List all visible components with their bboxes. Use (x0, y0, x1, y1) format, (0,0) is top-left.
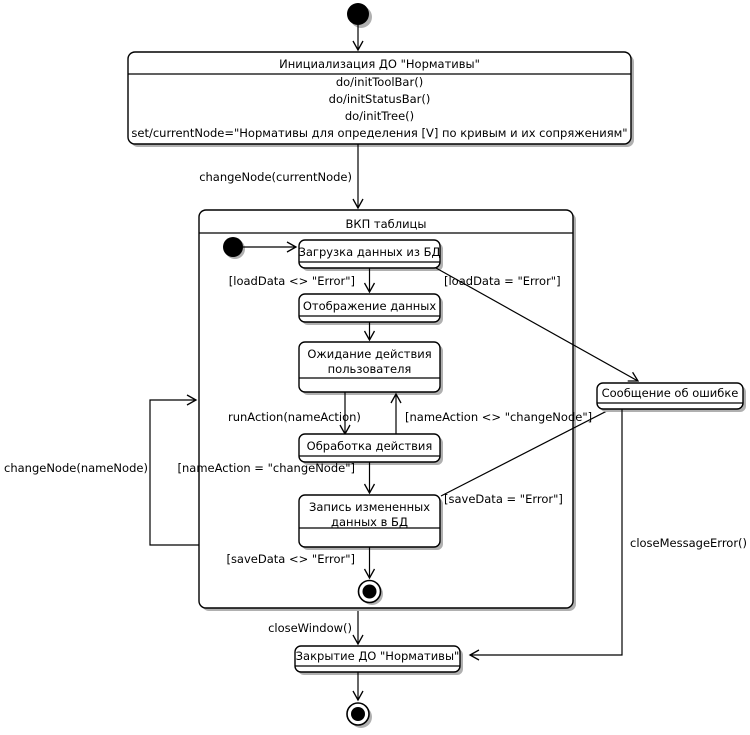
initial-state-inner (223, 237, 245, 259)
edge-label-run-action: runAction(nameAction) (228, 410, 361, 424)
state-init-do-3: do/initTree() (345, 109, 414, 123)
state-save-data[interactable]: Запись измененных данных в БД (298, 494, 443, 550)
edge-load-to-error (435, 267, 640, 382)
state-error-message[interactable]: Сообщение об ошибке (596, 382, 746, 412)
state-wait-user-title-line1: Ожидание действия (307, 347, 431, 361)
state-wait-user[interactable]: Ожидание действия пользователя (298, 341, 443, 395)
edge-label-load-ok: [loadData <> "Error"] (229, 274, 355, 288)
composite-state-table[interactable]: ВКП таблицы (198, 209, 576, 611)
edge-label-close-window: closeWindow() (268, 621, 352, 635)
state-save-data-title-line2: данных в БД (331, 515, 408, 529)
initial-state-top (347, 3, 372, 28)
composite-state-title: ВКП таблицы (346, 217, 427, 231)
state-close-title: Закрытие ДО "Нормативы" (296, 649, 460, 663)
state-show-data[interactable]: Отображение данных (298, 293, 443, 325)
state-wait-user-title-line2: пользователя (328, 362, 412, 376)
state-save-data-title-line1: Запись измененных (309, 500, 430, 514)
edge-label-name-action-change: [nameAction = "changeNode"] (178, 461, 355, 475)
state-init-title: Инициализация ДО "Нормативы" (279, 57, 480, 71)
edge-label-close-message-error: closeMessageError() (630, 536, 747, 550)
edge-error-to-close (468, 409, 623, 661)
edge-label-name-action-not-change: [nameAction <> "changeNode"] (405, 410, 592, 424)
edge-label-save-error: [saveData = "Error"] (444, 492, 563, 506)
state-close[interactable]: Закрытие ДО "Нормативы" (294, 645, 463, 675)
state-show-data-title: Отображение данных (303, 299, 437, 313)
state-init-set: set/currentNode="Нормативы для определен… (131, 126, 627, 140)
edge-change-node-loopback (149, 394, 199, 546)
state-init-do-1: do/initToolBar() (336, 75, 423, 89)
final-state-inner (357, 579, 383, 605)
state-load-data-title: Загрузка данных из БД (298, 245, 440, 259)
state-error-message-title: Сообщение об ошибке (602, 386, 739, 400)
state-init[interactable]: Инициализация ДО "Нормативы" do/initTool… (127, 51, 634, 147)
edge-label-load-error: [loadData = "Error"] (444, 274, 561, 288)
final-state-bottom (346, 702, 372, 728)
edge-label-save-ok: [saveData <> "Error"] (226, 552, 355, 566)
state-init-do-2: do/initStatusBar() (329, 92, 431, 106)
state-process-action[interactable]: Обработка действия (298, 433, 443, 465)
state-process-action-title: Обработка действия (307, 439, 433, 453)
edge-label-change-node-name: changeNode(nameNode) (4, 461, 148, 475)
state-load-data[interactable]: Загрузка данных из БД (298, 239, 443, 271)
edge-label-change-node-current: changeNode(currentNode) (199, 170, 352, 184)
